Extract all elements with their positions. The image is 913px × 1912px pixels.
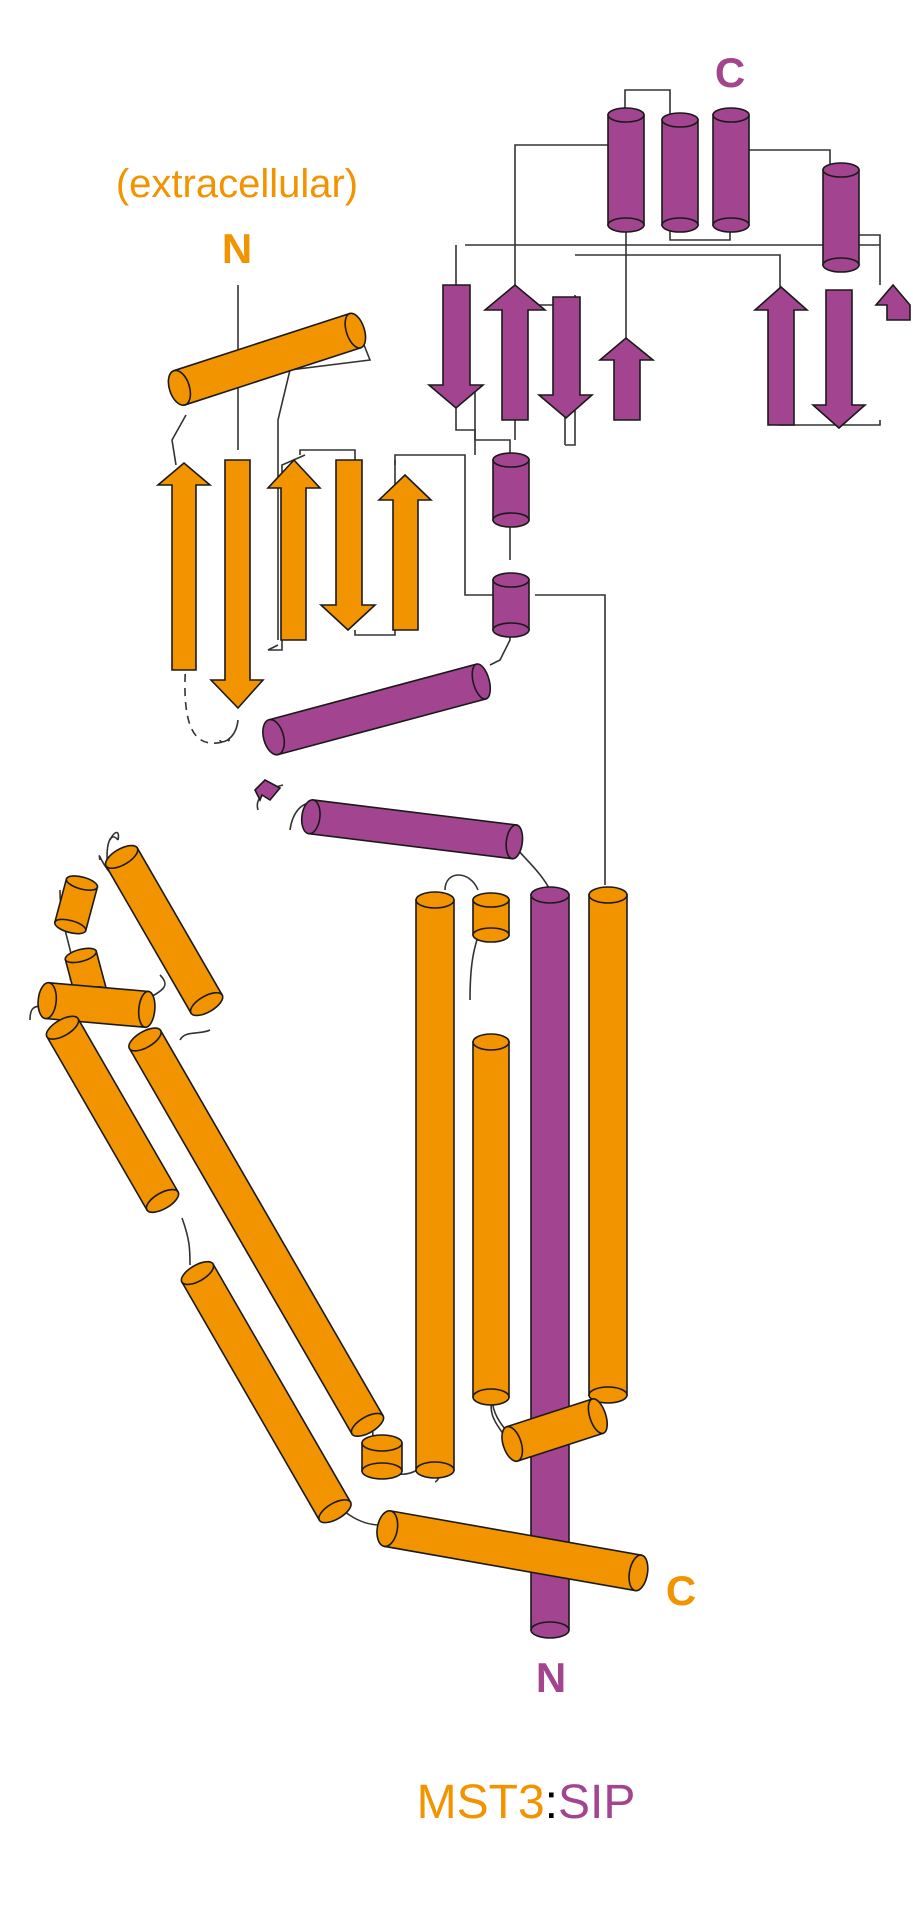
extracellular-label: (extracellular)	[116, 162, 358, 206]
sip-strand-up-4	[874, 283, 911, 321]
sip-strand-up-3	[752, 285, 810, 426]
sip-helix-top-4	[822, 162, 860, 273]
mst3-c-terminus-label: C	[666, 1567, 696, 1614]
sip-strand-up-2	[597, 336, 656, 421]
sip-helix-diagonal-1	[262, 663, 492, 756]
sip-helix-top-3	[712, 107, 750, 233]
sip-strand-small-1	[254, 779, 282, 802]
mst3-helix-short-top	[472, 892, 510, 943]
mst3-helix-diag-3	[180, 1260, 352, 1524]
sip-strand-up-1	[482, 283, 548, 421]
sip-helix-top-1	[607, 107, 645, 233]
sip-helix-top-2	[661, 112, 699, 233]
mst3-strand-up-3	[377, 473, 433, 631]
mst3-helix-horizontal	[37, 981, 156, 1029]
mst3-helix-vertical-2	[472, 1033, 510, 1406]
mst3-helix-vertical-3	[588, 886, 628, 1404]
sip-helix-diagonal-2	[300, 799, 524, 860]
sip-helix-mid-2	[492, 572, 530, 638]
legend-mst3: MST3	[417, 1776, 545, 1829]
sip-strand-down-3	[810, 289, 868, 430]
mst3-n-terminus-label: N	[222, 225, 252, 272]
sip-n-terminus-label: N	[536, 1654, 566, 1701]
mst3-helix-top	[167, 312, 367, 407]
mst3-helix-small-1	[53, 875, 99, 935]
sip-structure	[254, 107, 911, 1639]
mst3-strand-down-2	[318, 459, 378, 632]
complex-legend: MST3:SIP	[417, 1776, 636, 1829]
sip-c-terminus-label: C	[715, 49, 745, 96]
mst3-helix-vertical-1	[415, 891, 455, 1479]
mst3-helix-tiny	[361, 1434, 403, 1480]
mst3-helix-diag-long	[128, 1027, 385, 1438]
mst3-strand-up-2	[266, 458, 322, 641]
mst3-helix-crossing	[501, 1397, 609, 1463]
sip-strand-down-1	[426, 284, 486, 410]
sip-strand-down-2	[536, 296, 595, 420]
mst3-helix-diag-2	[45, 1015, 180, 1214]
sip-long-helix	[530, 886, 570, 1639]
mst3-helix-diag-1	[104, 844, 224, 1017]
legend-separator: :	[545, 1776, 558, 1829]
mst3-structure	[37, 312, 649, 1592]
mst3-strand-up-1	[155, 461, 213, 671]
legend-sip: SIP	[558, 1776, 635, 1829]
mst3-helix-bottom	[376, 1509, 649, 1592]
mst3-strand-down-1	[209, 459, 265, 710]
sip-helix-mid-1	[492, 452, 530, 528]
